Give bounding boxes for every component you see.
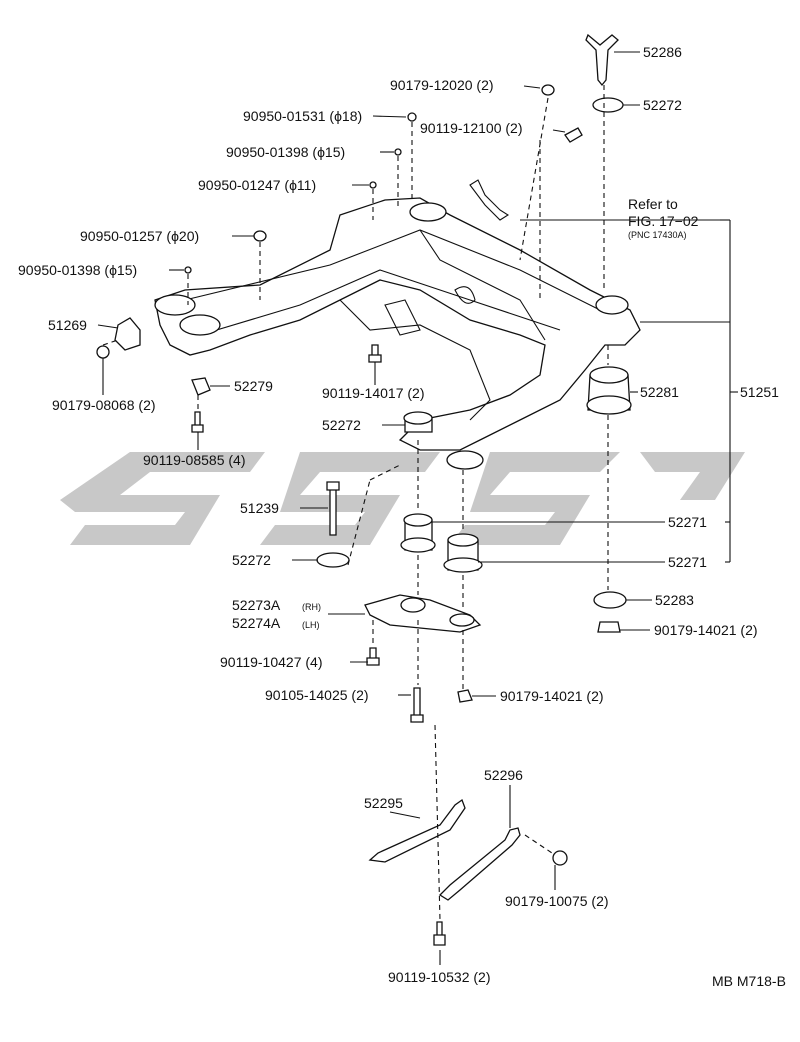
label-90119-10427: 90119-10427 (4) — [220, 654, 322, 670]
rear-suspension-member — [154, 179, 641, 470]
part-90179-14021-nut-b — [457, 689, 473, 703]
assembly-lines — [102, 85, 609, 921]
part-52281-bushing — [586, 366, 632, 415]
leader-lines — [97, 51, 738, 965]
label-52279: 52279 — [234, 378, 273, 394]
part-52272-mid-cushion — [403, 411, 433, 433]
label-fig-ref: FIG. 17−02 — [628, 213, 699, 229]
part-90950-01398-plug-b — [184, 266, 192, 274]
label-90179-14021-b: 90179-14021 (2) — [500, 688, 604, 704]
part-52272-top-cushion — [592, 97, 624, 113]
label-52271-b: 52271 — [668, 554, 707, 570]
label-52271-a: 52271 — [668, 514, 707, 530]
label-90119-10532: 90119-10532 (2) — [388, 969, 490, 985]
part-90950-01531-plug — [407, 112, 417, 122]
part-51239-bolt — [326, 481, 340, 536]
label-52272-low: 52272 — [232, 552, 271, 568]
part-52283-cushion — [593, 591, 627, 609]
label-90950-01398-b: 90950-01398 (ϕ15) — [18, 262, 137, 278]
label-52296: 52296 — [484, 767, 523, 783]
label-52273A: 52273A — [232, 597, 281, 613]
label-90950-01531: 90950-01531 (ϕ18) — [243, 108, 362, 124]
label-52272-top: 52272 — [643, 97, 682, 113]
part-52296-brace — [438, 827, 521, 901]
label-90119-14017: 90119-14017 (2) — [322, 385, 424, 401]
label-52286: 52286 — [643, 44, 682, 60]
label-52283: 52283 — [655, 592, 694, 608]
label-90179-12020: 90179-12020 (2) — [390, 77, 494, 93]
part-90179-14021-nut-a — [597, 621, 621, 633]
label-90105-14025: 90105-14025 (2) — [265, 687, 369, 703]
part-52295-brace — [368, 798, 466, 863]
label-52281: 52281 — [640, 384, 679, 400]
watermark-logo — [60, 452, 745, 545]
label-52274A: 52274A — [232, 615, 281, 631]
part-90119-12100-bolt — [564, 127, 583, 143]
label-52274A-side: (LH) — [302, 620, 320, 630]
part-52286-stud — [585, 33, 619, 87]
label-pnc-ref: (PNC 17430A) — [628, 230, 687, 240]
label-52272-mid: 52272 — [322, 417, 361, 433]
part-90950-01247-plug — [369, 181, 377, 189]
part-52271-bushing-b — [443, 533, 483, 573]
part-90119-10532-bolt — [433, 921, 446, 946]
part-51269-bracket — [114, 317, 141, 351]
part-90179-12020-nut — [541, 84, 555, 96]
label-90119-12100: 90119-12100 (2) — [420, 120, 522, 136]
part-labels: 52286 52272 90179-12020 (2) 90950-01531 … — [18, 44, 786, 989]
label-51239: 51239 — [240, 500, 279, 516]
label-90179-14021-a: 90179-14021 (2) — [654, 622, 758, 638]
label-refer-to: Refer to — [628, 196, 678, 212]
label-90179-08068: 90179-08068 (2) — [52, 397, 156, 413]
label-90950-01398-a: 90950-01398 (ϕ15) — [226, 144, 345, 160]
label-90950-01247: 90950-01247 (ϕ11) — [198, 177, 316, 193]
label-51251: 51251 — [740, 384, 779, 400]
label-90119-08585: 90119-08585 (4) — [143, 452, 245, 468]
part-90950-01257-plug — [253, 230, 267, 242]
label-52273A-side: (RH) — [302, 602, 321, 612]
part-52279-stopper — [191, 377, 211, 396]
label-90179-10075: 90179-10075 (2) — [505, 893, 609, 909]
part-52273A-bracket — [364, 594, 482, 633]
part-90179-10075-nut — [552, 850, 568, 866]
part-90950-01398-plug — [394, 148, 402, 156]
diagram-code: MB M718-B — [712, 973, 786, 989]
label-51269: 51269 — [48, 317, 87, 333]
part-90119-08585-bolt — [191, 411, 204, 433]
part-52272-low-cushion — [316, 552, 350, 568]
label-90950-01257: 90950-01257 (ϕ20) — [80, 228, 199, 244]
part-90119-14017-bolt — [368, 344, 382, 363]
part-90105-14025-bolt — [410, 687, 424, 723]
part-52271-bushing-a — [400, 513, 436, 553]
part-90179-08068-nut — [96, 345, 110, 359]
part-90119-10427-bolt — [366, 647, 380, 666]
label-52295: 52295 — [364, 795, 403, 811]
